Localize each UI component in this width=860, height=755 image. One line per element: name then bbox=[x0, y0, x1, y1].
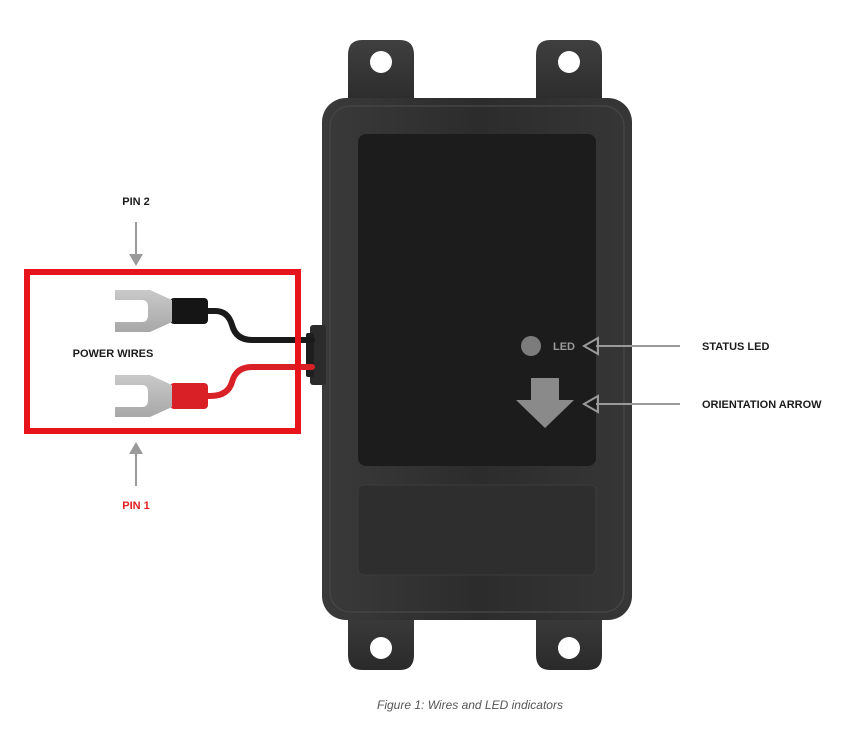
pin1-pointer-arrowhead bbox=[129, 442, 143, 454]
orientation-arrow-label: ORIENTATION ARROW bbox=[702, 399, 822, 411]
black-wire-sleeve bbox=[170, 298, 208, 324]
mounting-tab-top-right bbox=[536, 40, 602, 108]
orientation-arrow-pointer-arrowhead bbox=[581, 394, 599, 414]
mounting-hole-top-left bbox=[370, 51, 392, 73]
device-top-panel bbox=[358, 134, 596, 466]
mounting-hole-top-right bbox=[558, 51, 580, 73]
pin1-label: PIN 1 bbox=[122, 500, 150, 512]
status-led-label: STATUS LED bbox=[702, 341, 769, 353]
pin2-pointer-arrowhead bbox=[129, 254, 143, 266]
device-bottom-panel bbox=[357, 484, 597, 576]
led-marking: LED bbox=[553, 341, 575, 353]
orientation-arrow-icon bbox=[516, 378, 574, 428]
power-wires-label: POWER WIRES bbox=[73, 348, 154, 360]
pin2-label: PIN 2 bbox=[122, 196, 150, 208]
mounting-hole-bottom-right bbox=[558, 637, 580, 659]
black-wire bbox=[203, 308, 315, 343]
figure-caption: Figure 1: Wires and LED indicators bbox=[377, 698, 563, 712]
mounting-hole-bottom-left bbox=[370, 637, 392, 659]
red-wire-sleeve bbox=[170, 383, 208, 409]
spade-lug-bottom bbox=[115, 375, 172, 417]
spade-lug-top bbox=[115, 290, 172, 332]
device-enclosure bbox=[306, 40, 632, 670]
red-wire bbox=[203, 364, 315, 399]
power-wires-highlight-box bbox=[24, 269, 301, 434]
status-led-dot bbox=[521, 336, 541, 356]
status-led-pointer-arrowhead bbox=[581, 336, 599, 356]
mounting-tab-top-left bbox=[348, 40, 414, 108]
power-wires bbox=[115, 290, 315, 417]
